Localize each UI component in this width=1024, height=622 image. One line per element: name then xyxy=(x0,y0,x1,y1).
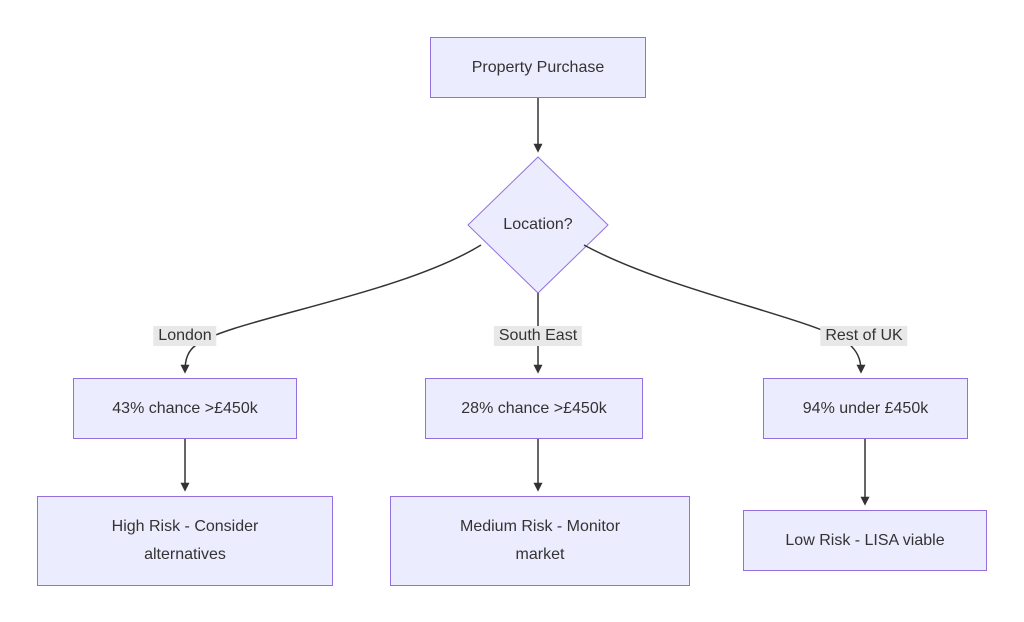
node-southeast-chance: 28% chance >£450k xyxy=(425,378,643,439)
node-restofuk-outcome: Low Risk - LISA viable xyxy=(743,510,987,571)
node-restofuk-outcome-label: Low Risk - LISA viable xyxy=(785,531,945,549)
node-london-chance-label: 43% chance >£450k xyxy=(112,399,258,417)
edge-label-rest-of-uk: Rest of UK xyxy=(820,326,908,346)
node-southeast-chance-label: 28% chance >£450k xyxy=(461,399,607,417)
edge-label-south-east: South East xyxy=(493,326,583,346)
edge-decision-to-london-chance xyxy=(180,244,482,374)
node-restofuk-chance-label: 94% under £450k xyxy=(802,399,929,417)
node-southeast-outcome: Medium Risk - Monitor market xyxy=(390,496,690,586)
node-property-purchase-label: Property Purchase xyxy=(471,58,605,76)
node-london-outcome: High Risk - Consider alternatives xyxy=(37,496,333,586)
edge-label-london: London xyxy=(153,326,217,346)
node-property-purchase: Property Purchase xyxy=(430,37,646,98)
node-london-outcome-label: High Risk - Consider alternatives xyxy=(111,518,259,563)
edge-decision-to-restofuk-chance xyxy=(583,244,866,374)
node-restofuk-chance: 94% under £450k xyxy=(763,378,968,439)
node-london-chance: 43% chance >£450k xyxy=(73,378,297,439)
node-location-decision-label: Location? xyxy=(503,216,573,233)
node-southeast-outcome-label: Medium Risk - Monitor market xyxy=(459,518,621,563)
